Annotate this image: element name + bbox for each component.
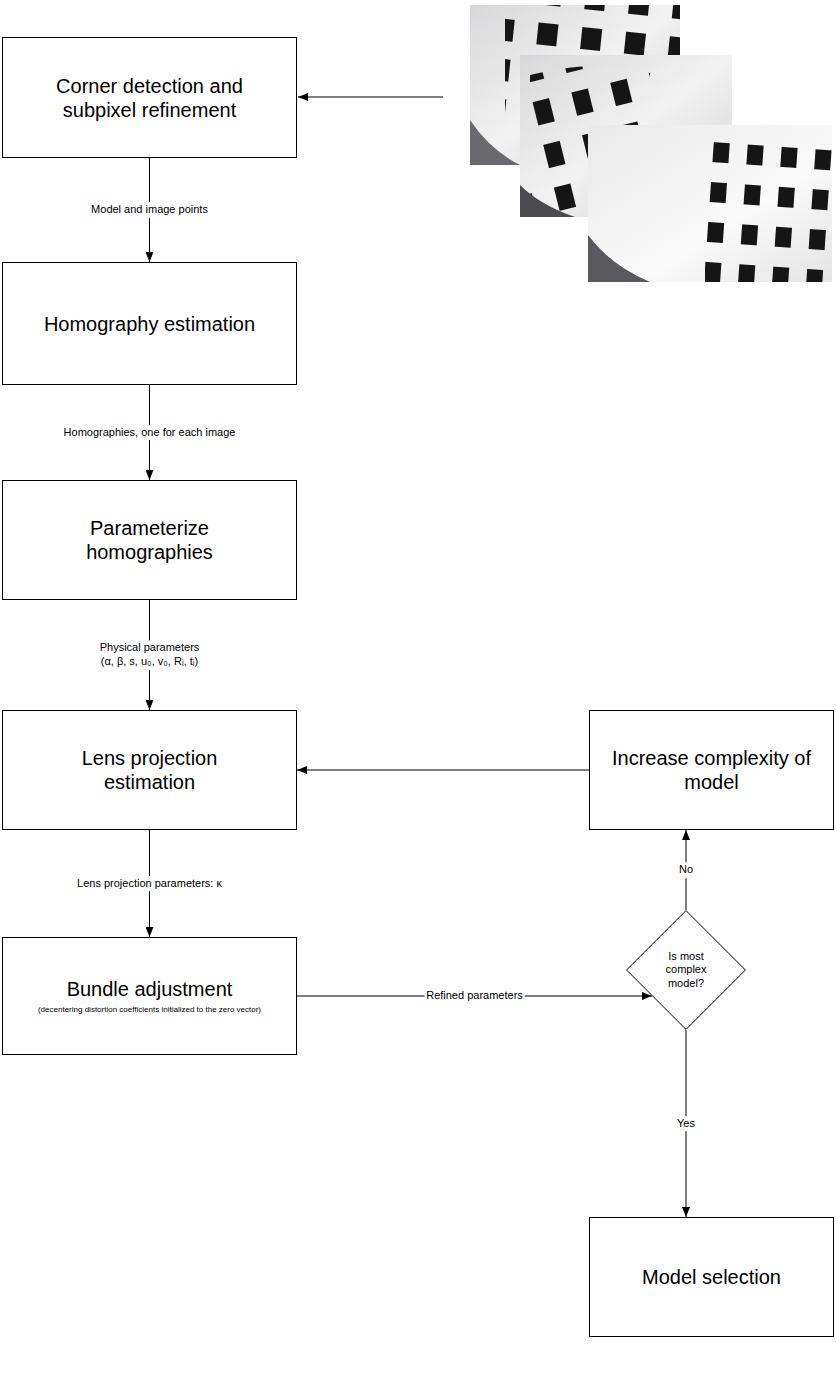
edge-label: Lens projection parameters: κ — [75, 876, 224, 892]
process-box: Bundle adjustment (decentering distortion… — [2, 937, 297, 1055]
process-box: Lens projection estimation — [2, 710, 297, 830]
edge-label: Model and image points — [89, 202, 210, 218]
process-box: Model selection — [589, 1217, 834, 1337]
node-title: Bundle adjustment — [67, 977, 233, 1001]
node-title: Lens projection estimation — [50, 746, 250, 794]
connector — [297, 770, 589, 771]
node-note: (decentering distortion coefficients ini… — [38, 1005, 261, 1015]
process-box: Parameterize homographies — [2, 480, 297, 600]
node-title: Model selection — [642, 1265, 781, 1289]
decision-diamond: Is most complex model? — [626, 910, 746, 1030]
node-title: Homography estimation — [44, 312, 255, 336]
edge-label: Physical parameters (α, β, s, u₀, v₀, Rᵢ… — [94, 640, 206, 670]
process-box: Corner detection and subpixel refinement — [2, 37, 297, 158]
edge-label: Homographies, one for each image — [62, 425, 238, 441]
node-title: Corner detection and subpixel refinement — [25, 74, 275, 122]
edge-label: Refined parameters — [424, 988, 525, 1004]
process-box: Homography estimation — [2, 262, 297, 385]
edge-label: No — [677, 862, 695, 878]
input-arrow — [298, 97, 443, 98]
process-box: Increase complexity of model — [589, 710, 834, 830]
node-title: Is most complex model? — [658, 950, 714, 990]
node-title: Increase complexity of model — [599, 746, 824, 794]
node-title: Parameterize homographies — [50, 516, 250, 564]
edge-label: Yes — [675, 1116, 697, 1132]
